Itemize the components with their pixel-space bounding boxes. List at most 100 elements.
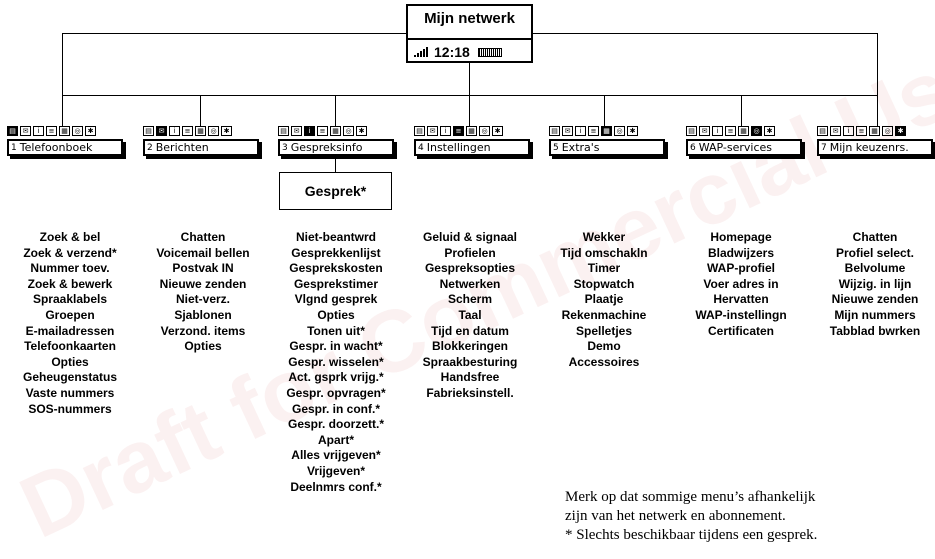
tab-label: Extra's (561, 141, 600, 154)
tools-icon: ▦ (601, 126, 612, 136)
settings-icon: ≡ (588, 126, 599, 136)
menu-item: Stopwatch (573, 276, 635, 291)
signal-icon (414, 47, 428, 57)
tab-label: Telefoonboek (19, 141, 93, 154)
root-divider (408, 38, 531, 40)
connector-mid-horizontal (62, 95, 878, 96)
menu-item: Act. gsprk vrijg.* (288, 370, 384, 385)
menu-item: Fabrieksinstell. (426, 385, 514, 400)
tools-icon: ▦ (59, 126, 70, 136)
menu-item: Zoek & verzend* (23, 245, 117, 260)
connector-menu-3 (335, 95, 336, 126)
globe-icon: ◎ (751, 126, 762, 136)
envelope-icon: ✉ (291, 126, 302, 136)
menu-item: Gesprekskosten (289, 261, 383, 276)
menu-icon-row: ▤ ✉ i ≡ ▦ ◎ ✱ (143, 126, 232, 138)
star-icon: ✱ (85, 126, 96, 136)
footnote: Merk op dat sommige menu’s afhankelijk z… (565, 488, 935, 545)
tab-label: WAP-services (698, 141, 773, 154)
settings-icon: ≡ (317, 126, 328, 136)
menu-item: Tabblad bwrken (829, 323, 921, 338)
tab-label: Mijn keuzenrs. (829, 141, 909, 154)
menu-item: Accessoires (568, 354, 640, 369)
menu-item: Vlgnd gesprek (294, 292, 378, 307)
star-icon: ✱ (221, 126, 232, 136)
menu-item: SOS-nummers (28, 401, 112, 416)
menu-item: Niet-beantwrd (295, 230, 376, 244)
menu-item: Rekenmachine (561, 307, 647, 322)
menu-item: Verzond. items (160, 323, 246, 338)
envelope-icon: ✉ (156, 126, 167, 136)
menu-item: Chatten (852, 230, 898, 244)
menu-item: Zoek & bewerk (27, 276, 113, 291)
menu-icon-row: ▤ ✉ i ≡ ▦ ◎ ✱ (549, 126, 638, 138)
globe-icon: ◎ (479, 126, 490, 136)
menu-icon-row: ▤ ✉ i ≡ ▦ ◎ ✱ (414, 126, 503, 138)
menu-icon-row: ▤ ✉ i ≡ ▦ ◎ ✱ (7, 126, 96, 138)
menu-item: Spraaklabels (32, 292, 108, 307)
menu-item: WAP-profiel (707, 261, 775, 276)
menu-item: Profiel select. (835, 245, 915, 260)
connector-menu-2 (200, 95, 201, 126)
tools-icon: ▦ (869, 126, 880, 136)
connector-menu-5 (604, 95, 605, 126)
menu-item: Opties (317, 307, 355, 322)
menu-item: Plaatje (584, 292, 624, 307)
book-icon: ▤ (686, 126, 697, 136)
envelope-icon: ✉ (830, 126, 841, 136)
gesprek-submenu-box: Gesprek* (279, 172, 392, 210)
menu-item: Mijn nummers (834, 307, 916, 322)
envelope-icon: ✉ (20, 126, 31, 136)
menu-item: Telefoonkaarten (24, 339, 116, 354)
menu-item: Gespreksopties (424, 261, 516, 276)
root-node-mijn-netwerk: Mijn netwerk 12:18 (406, 4, 533, 63)
menu-item: Vrijgeven* (306, 463, 366, 478)
menu-item: Apart* (317, 432, 354, 447)
menu-item: Spelletjes (575, 323, 633, 338)
globe-icon: ◎ (208, 126, 219, 136)
connector-top-horizontal (62, 33, 406, 34)
menu-item: Tijd omschakln (560, 245, 648, 260)
envelope-icon: ✉ (699, 126, 710, 136)
menu-item: Postvak IN (172, 261, 234, 276)
menu-item: Demo (587, 339, 621, 354)
menu-item: Taal (458, 307, 482, 322)
settings-icon: ≡ (46, 126, 57, 136)
menu-item: Tonen uit* (307, 323, 365, 338)
menu-item: Belvolume (844, 261, 906, 276)
menu-item: Profielen (444, 245, 496, 260)
settings-icon: ≡ (725, 126, 736, 136)
menu-item: Sjablonen (174, 307, 232, 322)
menu-item: Vaste nummers (25, 385, 115, 400)
menu-item: Blokkeringen (431, 339, 509, 354)
root-title: Mijn netwerk (424, 10, 515, 27)
footnote-line-2: zijn van het netwerk en abonnement. (565, 508, 786, 524)
book-icon: ▤ (817, 126, 828, 136)
tools-icon: ▦ (738, 126, 749, 136)
menu-item: Nieuwe zenden (159, 276, 247, 291)
menu-item: Certificaten (707, 323, 775, 338)
globe-icon: ◎ (343, 126, 354, 136)
envelope-icon: ✉ (562, 126, 573, 136)
connector-root-down (469, 63, 470, 95)
menu-icon-row: ▤ ✉ i ≡ ▦ ◎ ✱ (817, 126, 906, 138)
footnote-line-1: Merk op dat sommige menu’s afhankelijk (565, 489, 816, 505)
menu-item: Wijzig. in lijn (838, 276, 912, 291)
star-icon: ✱ (627, 126, 638, 136)
menu-item: Nummer toev. (30, 261, 110, 276)
menu-item: Geheugenstatus (22, 370, 118, 385)
tab-number: 1 (11, 142, 17, 153)
book-icon: ▤ (278, 126, 289, 136)
info-icon: i (440, 126, 451, 136)
menu-item: Gespr. wisselen* (288, 354, 384, 369)
